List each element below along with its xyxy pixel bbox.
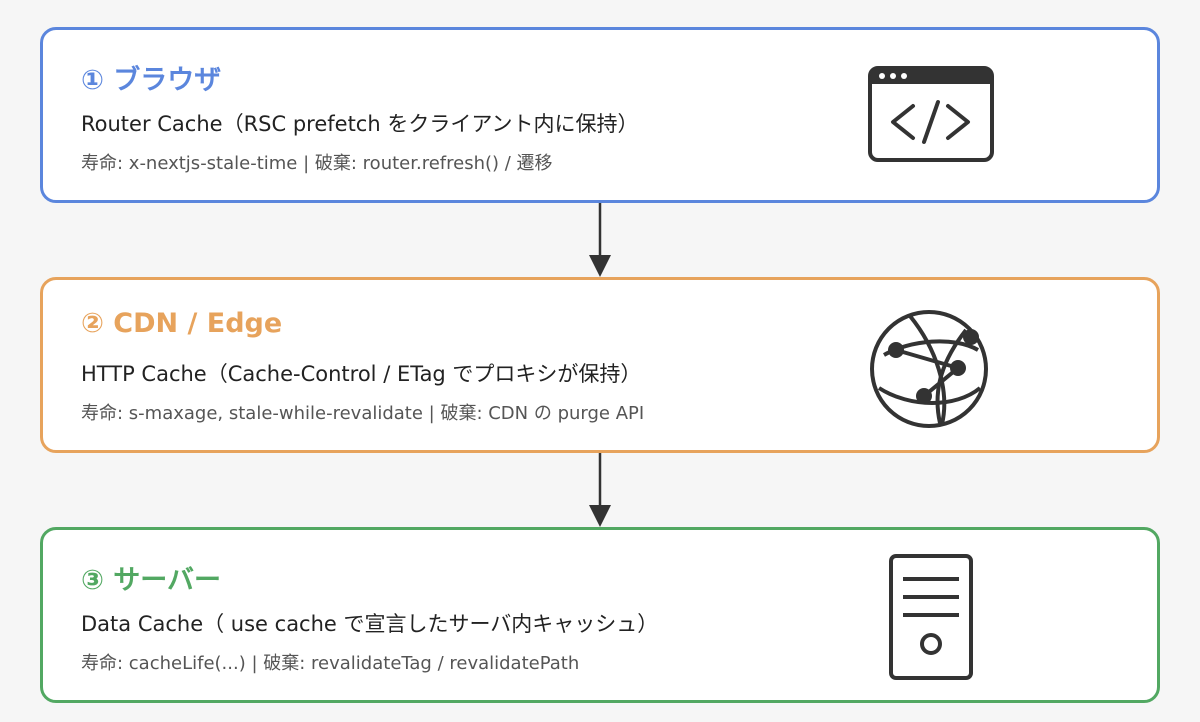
browser-cache-detail: 寿命: x-nextjs-stale-time | 破棄: router.ref… [81,153,553,174]
down-arrow-icon [589,203,611,277]
cdn-layer-title: ② CDN / Edge [81,308,283,339]
browser-layer-box: ① ブラウザ Router Cache（RSC prefetch をクライアント… [40,27,1160,203]
server-layer-box: ③ サーバー Data Cache（ use cache で宣言したサーバ内キャ… [40,527,1160,703]
cdn-layer-box: ② CDN / Edge HTTP Cache（Cache-Control / … [40,277,1160,453]
browser-cache-description: Router Cache（RSC prefetch をクライアント内に保持） [81,112,639,136]
server-cache-detail: 寿命: cacheLife(...) | 破棄: revalidateTag /… [81,653,580,674]
down-arrow-icon [589,453,611,527]
code-window-icon [868,66,994,162]
browser-layer-title: ① ブラウザ [81,65,222,96]
cdn-cache-detail: 寿命: s-maxage, stale-while-revalidate | 破… [81,403,645,424]
server-cache-description: Data Cache（ use cache で宣言したサーバ内キャッシュ） [81,612,659,636]
server-icon [889,554,973,680]
globe-network-icon [870,310,988,428]
cdn-cache-description: HTTP Cache（Cache-Control / ETag でプロキシが保持… [81,362,642,386]
server-layer-title: ③ サーバー [81,565,221,596]
